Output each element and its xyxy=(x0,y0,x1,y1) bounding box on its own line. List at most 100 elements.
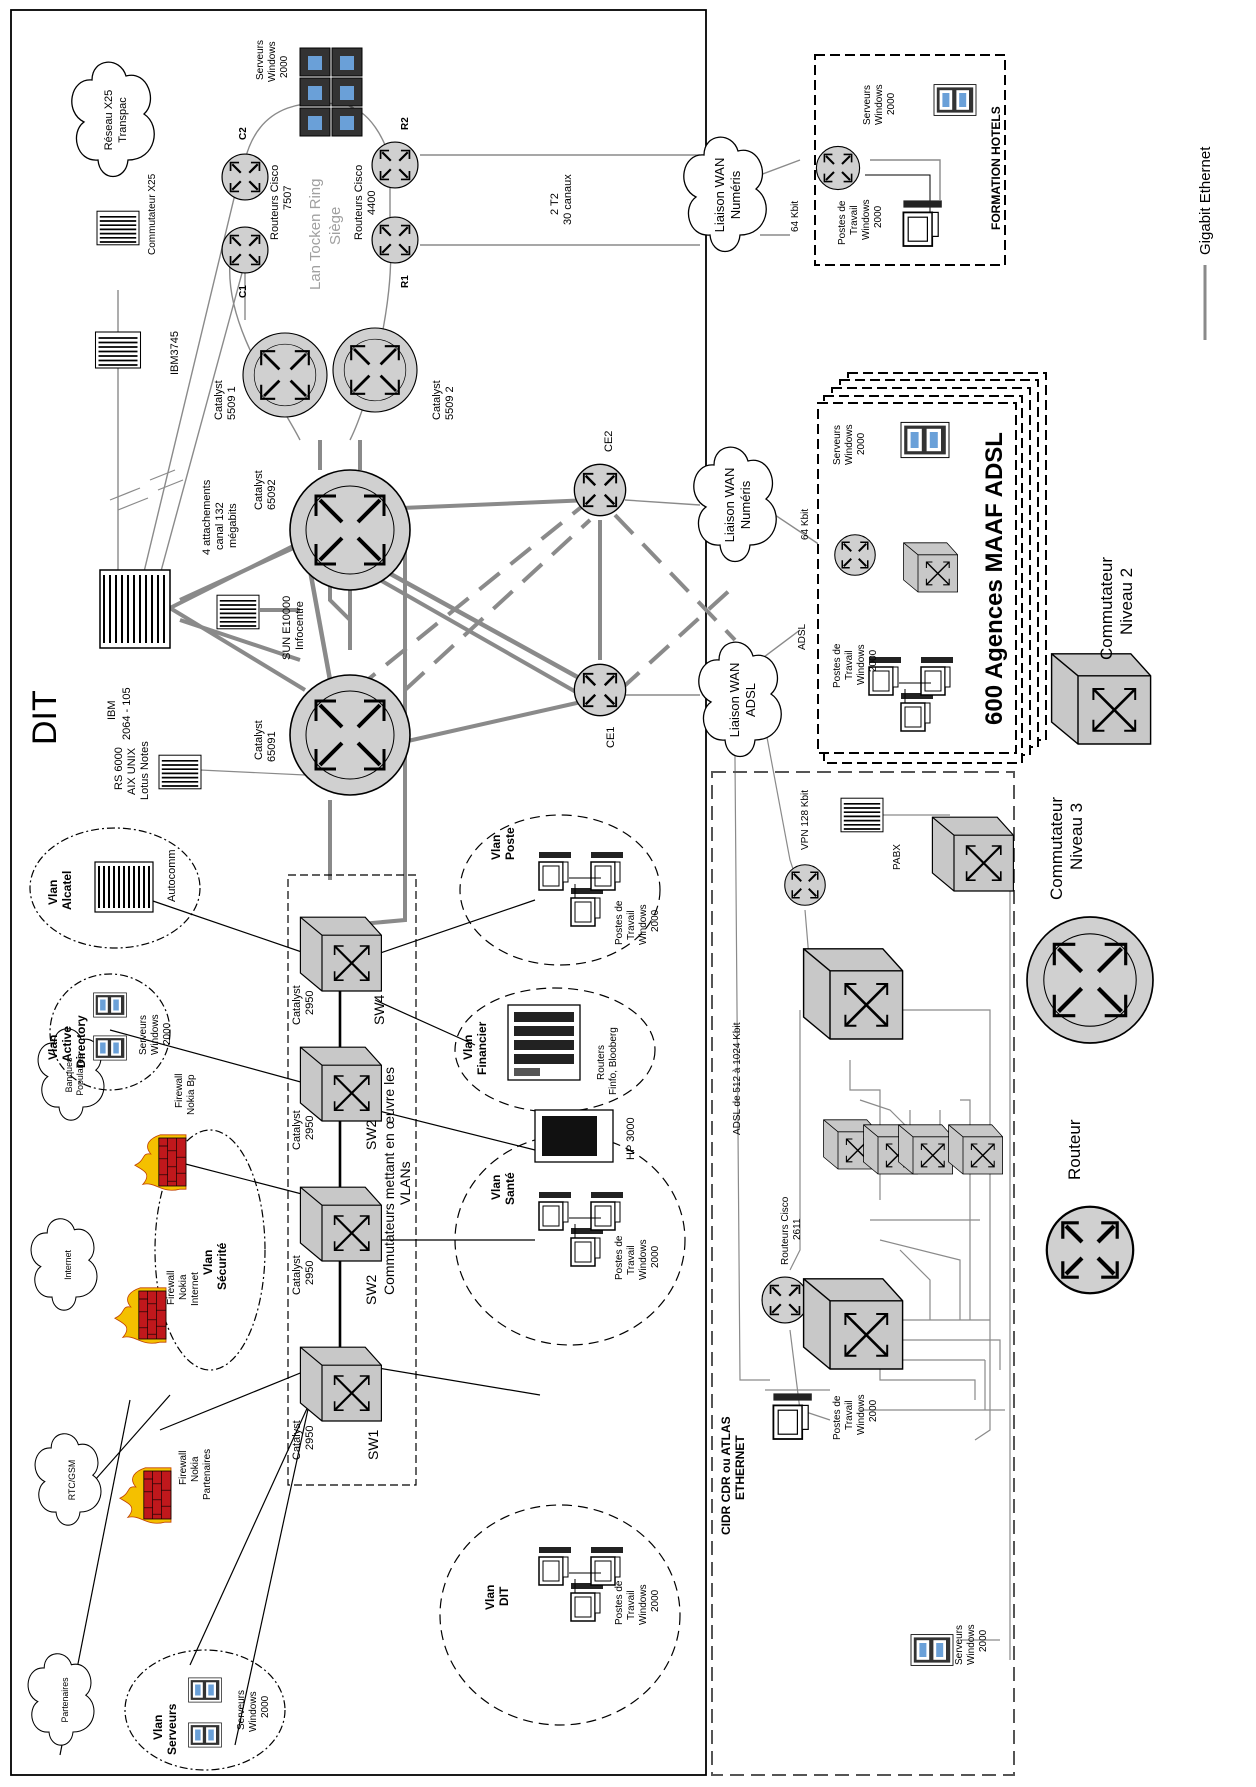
cloud-rtc: RTC/GSM xyxy=(34,1433,102,1526)
svg-text:Vlan: Vlan xyxy=(46,880,60,905)
svg-text:Commutateur: Commutateur xyxy=(1097,557,1116,660)
svg-text:RTC/GSM: RTC/GSM xyxy=(67,1460,77,1500)
svg-text:Commutateur: Commutateur xyxy=(1047,797,1066,900)
sante-postes-label: Postes de Travail Windows 2000 xyxy=(614,1235,661,1280)
sw2a-catalyst-label: Catalyst 2950 xyxy=(291,1110,316,1150)
svg-text:5509 2: 5509 2 xyxy=(444,386,456,420)
svg-text:Vlan: Vlan xyxy=(489,835,503,860)
vlan-sante-label: Vlan Santé xyxy=(489,1172,517,1205)
svg-text:65091: 65091 xyxy=(266,731,278,762)
svg-text:Lan Tocken Ring: Lan Tocken Ring xyxy=(307,179,324,290)
svg-text:2611: 2611 xyxy=(792,1218,803,1240)
poste-postes-label: Postes de Travail Windows 2000 xyxy=(614,900,661,945)
cloud-x25: Réseau X25 Transpac xyxy=(71,61,155,178)
svg-text:Santé: Santé xyxy=(503,1172,517,1205)
svg-text:2000: 2000 xyxy=(978,1629,989,1652)
svg-text:Postes de: Postes de xyxy=(614,900,625,945)
svg-text:2064 - 105: 2064 - 105 xyxy=(121,687,133,740)
svg-text:Windows: Windows xyxy=(861,199,872,240)
sun-e10000-icon xyxy=(216,594,260,630)
svg-text:Serveurs: Serveurs xyxy=(138,1015,149,1055)
autocomm-icon xyxy=(94,861,154,913)
svg-text:Catalyst: Catalyst xyxy=(291,1255,303,1295)
svg-text:Serveurs: Serveurs xyxy=(954,1625,965,1665)
dit-frame xyxy=(10,9,707,1776)
svg-text:CIDR CDR ou ATLAS: CIDR CDR ou ATLAS xyxy=(719,1416,733,1535)
cidr-switch-d-icon xyxy=(947,1124,1004,1175)
formation-postes-label: Postes de Travail Windows 2000 xyxy=(837,199,884,245)
formation-pc-icon xyxy=(902,199,943,247)
formation-hotels-box xyxy=(814,54,1006,266)
svg-text:Infocentre: Infocentre xyxy=(294,601,306,650)
dit-postes-label: Postes de Travail Windows 2000 xyxy=(614,1580,661,1625)
svg-text:Vlan: Vlan xyxy=(151,1715,165,1740)
catalyst-5509-2-icon xyxy=(331,326,419,414)
svg-text:2000: 2000 xyxy=(868,649,879,672)
svg-text:Postes de: Postes de xyxy=(614,1580,625,1625)
ibm-mainframe-icon xyxy=(99,569,171,649)
sw2a-label: SW2 xyxy=(363,1119,379,1150)
svg-text:Travail: Travail xyxy=(849,205,860,235)
svg-text:2000: 2000 xyxy=(886,92,897,115)
r2-label: R2 xyxy=(400,117,411,130)
svg-text:4400: 4400 xyxy=(366,191,378,215)
hp3000-label: HP 3000 xyxy=(625,1117,637,1160)
sw2b-label: SW2 xyxy=(363,1274,379,1305)
svg-text:Catalyst: Catalyst xyxy=(253,470,265,510)
ce2-label: CE2 xyxy=(603,431,615,452)
svg-text:RS 6000: RS 6000 xyxy=(113,747,125,790)
svg-text:2000: 2000 xyxy=(650,909,661,932)
svg-text:Catalyst: Catalyst xyxy=(291,1110,303,1150)
kbit64-top-label: 64 Kbit xyxy=(790,201,801,232)
vlan-alcatel-label: Vlan Alcatel xyxy=(46,871,74,910)
router-ce1-icon xyxy=(573,663,627,717)
vlan-dit-label: Vlan DIT xyxy=(483,1585,511,1610)
ad-serveurs-label: Serveurs Windows 2000 xyxy=(138,1014,173,1055)
svg-text:Poste: Poste xyxy=(503,827,517,860)
svg-text:5509 1: 5509 1 xyxy=(226,386,238,420)
svg-text:2000: 2000 xyxy=(162,1022,173,1045)
svg-text:Travail: Travail xyxy=(626,1245,637,1275)
attachements-label: 4 attachements canal 132 mégabits xyxy=(201,479,239,555)
switch-sw2b-icon xyxy=(299,1186,383,1263)
svg-text:2000: 2000 xyxy=(650,1245,661,1268)
commutateur-x25-icon xyxy=(96,210,140,246)
svg-text:Windows: Windows xyxy=(856,644,867,685)
svg-text:Windows: Windows xyxy=(966,1624,977,1665)
svg-text:2950: 2950 xyxy=(304,1261,316,1285)
svg-text:Windows: Windows xyxy=(248,1691,259,1732)
svg-text:ADSL: ADSL xyxy=(743,683,758,717)
firewall-bp-icon xyxy=(134,1134,187,1191)
svg-text:Travail: Travail xyxy=(844,650,855,680)
svg-text:VLANs: VLANs xyxy=(397,1161,413,1205)
svg-text:Serveurs: Serveurs xyxy=(862,85,873,125)
cloud-wan-numeris-mid: Liaison WAN Numéris xyxy=(693,446,777,563)
svg-text:Routeur: Routeur xyxy=(1065,1119,1084,1180)
cidr-box xyxy=(711,771,1015,1776)
formation-serveurs-label: Serveurs Windows 2000 xyxy=(862,84,897,125)
svg-text:65092: 65092 xyxy=(266,479,278,510)
switch-sw2a-icon xyxy=(299,1046,383,1123)
cloud-internet: Internet xyxy=(30,1218,98,1311)
routers-fin-label: Routers Finfo, Blooberg xyxy=(596,1027,619,1095)
c2-label: C2 xyxy=(238,127,249,140)
sw4-label: SW4 xyxy=(371,994,387,1025)
pabx-label: PABX xyxy=(892,844,903,870)
router-c2-icon xyxy=(220,152,270,202)
switch-sw1-icon xyxy=(299,1346,383,1423)
catalyst-5509-1-icon xyxy=(241,331,329,419)
svg-text:Postes de: Postes de xyxy=(614,1235,625,1280)
svg-text:Postes de: Postes de xyxy=(832,643,843,688)
sw2b-catalyst-label: Catalyst 2950 xyxy=(291,1255,316,1295)
sante-workstations-icon xyxy=(539,1192,623,1266)
serveurs-top-label: Serveurs Windows 2000 xyxy=(255,40,290,82)
financier-rack-icon xyxy=(507,1004,581,1081)
svg-text:4 attachements: 4 attachements xyxy=(201,479,213,555)
cidr-switch-bottom-icon xyxy=(802,1277,904,1371)
links xyxy=(59,99,1011,1756)
ibm3745-label: IBM3745 xyxy=(169,331,181,375)
vlan-poste-label: Vlan Poste xyxy=(489,827,517,860)
router-ce2-icon xyxy=(573,463,627,517)
commutateurs-vlan-label: Commutateurs mettant en œuvre les VLANs xyxy=(381,1067,413,1295)
formation-hotels-label: FORMATION HOTELS xyxy=(989,106,1003,230)
